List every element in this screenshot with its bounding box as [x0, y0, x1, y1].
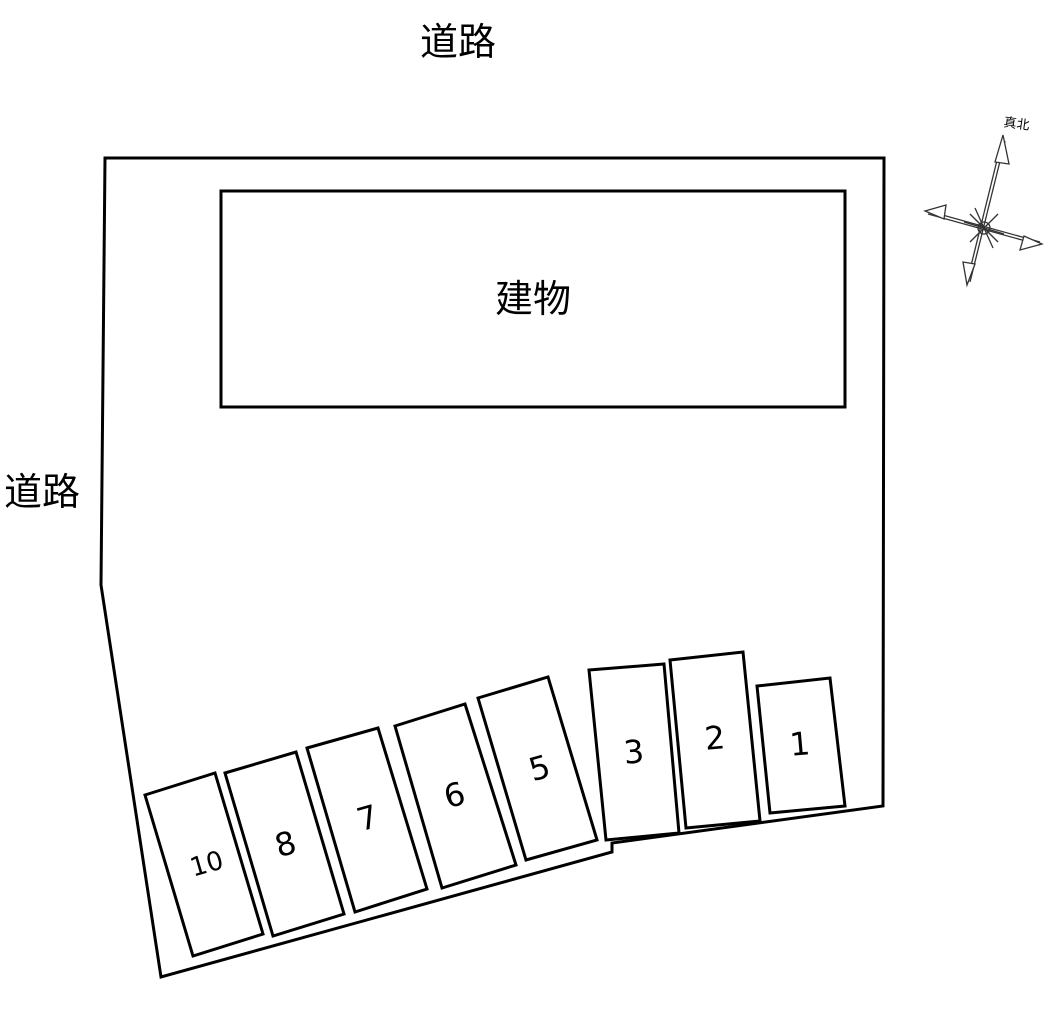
parking-slot-1: 1	[755, 676, 847, 815]
compass-rose-icon	[923, 134, 1044, 288]
parking-slot-7: 7	[305, 726, 429, 914]
parking-slot-outline	[587, 662, 681, 842]
parking-slot-outline	[143, 771, 265, 958]
parking-slot-label: 2	[703, 718, 727, 758]
parking-slot-label: 1	[788, 724, 812, 764]
parking-slot-6: 6	[393, 702, 518, 890]
building	[219, 189, 847, 409]
parking-slot-label: 10	[187, 846, 227, 884]
parking-slot-label: 3	[622, 732, 646, 772]
parking-slot-outline	[755, 676, 847, 815]
parking-slot-10: 10	[143, 771, 265, 958]
road-label-left: 道路	[4, 470, 80, 514]
north-compass: 真北	[923, 115, 1044, 288]
parking-slot-8: 8	[223, 750, 346, 938]
parking-slot-label: 8	[270, 823, 300, 865]
parking-slot-label: 5	[524, 747, 554, 789]
compass-label: 真北	[1003, 115, 1031, 133]
parking-slot-5: 5	[476, 675, 599, 862]
parking-slot-outline	[305, 726, 429, 914]
parking-slot-outline	[223, 750, 346, 938]
parking-slot-outline	[393, 702, 518, 890]
parking-slot-label: 7	[352, 797, 382, 839]
parking-slot-outline	[668, 650, 762, 830]
lot-boundary	[99, 156, 886, 979]
parking-slot-3: 3	[587, 662, 681, 842]
parking-slot-outline	[476, 675, 599, 862]
parking-slot-2: 2	[668, 650, 762, 830]
road-label-top: 道路	[420, 20, 496, 64]
building-label: 建物	[495, 277, 571, 321]
parking-slot-label: 6	[439, 774, 469, 816]
